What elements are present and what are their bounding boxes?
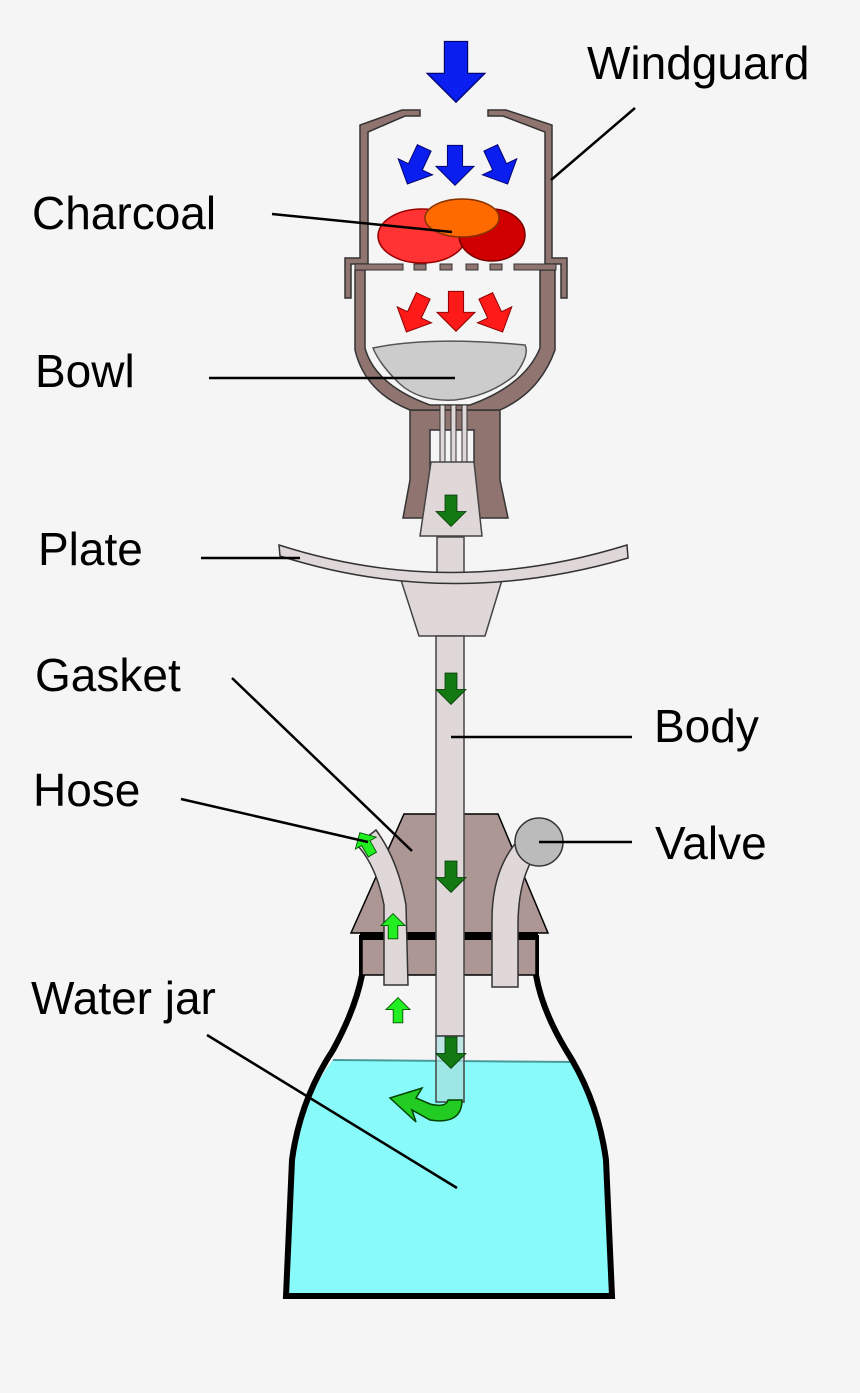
water	[285, 1060, 612, 1296]
label-bowl: Bowl	[35, 345, 135, 397]
grate-bar	[465, 263, 479, 271]
blue-arrow-icon	[473, 139, 526, 193]
blue-arrow-icon	[435, 144, 475, 186]
label-windguard: Windguard	[587, 37, 809, 89]
leader-hose	[180, 797, 369, 844]
hose-tube	[355, 828, 409, 986]
smoke-arrows	[348, 494, 467, 1123]
blue-arrow-icon	[389, 139, 442, 193]
leader-water-jar	[206, 1033, 458, 1190]
label-hose: Hose	[33, 764, 140, 816]
grate	[354, 263, 557, 271]
hose	[355, 828, 409, 986]
grate-bar	[439, 263, 453, 271]
grate-right	[513, 263, 557, 271]
windguard-left-wall	[344, 109, 421, 299]
heat-arrows	[388, 287, 521, 341]
red-arrow-icon	[388, 287, 441, 341]
curved-arrow-icon	[388, 1086, 463, 1123]
windguard	[344, 109, 568, 299]
body-cone	[399, 579, 504, 637]
grate-bar	[489, 263, 503, 271]
label-body: Body	[654, 700, 759, 752]
red-arrow-icon	[436, 290, 476, 332]
label-gasket: Gasket	[35, 649, 181, 701]
blue-arrow-icon	[426, 40, 486, 104]
bowl	[354, 269, 556, 537]
windguard-right-wall	[487, 109, 568, 299]
leader-gasket	[231, 677, 413, 852]
label-charcoal: Charcoal	[32, 187, 216, 239]
leader-charcoal	[271, 212, 453, 234]
label-plate: Plate	[38, 523, 143, 575]
charcoal-piece-orange	[424, 198, 500, 238]
charcoal	[377, 198, 526, 264]
light-green-arrow-icon	[385, 997, 411, 1024]
grate-left	[354, 263, 404, 271]
grate-bar	[413, 263, 427, 271]
plate	[278, 543, 629, 585]
leader-lines	[180, 107, 636, 1190]
jar-outline	[282, 935, 616, 1299]
tobacco	[371, 340, 527, 401]
leader-windguard	[550, 107, 636, 181]
label-valve: Valve	[655, 817, 767, 869]
red-arrow-icon	[468, 287, 521, 341]
label-water-jar: Water jar	[31, 972, 216, 1024]
